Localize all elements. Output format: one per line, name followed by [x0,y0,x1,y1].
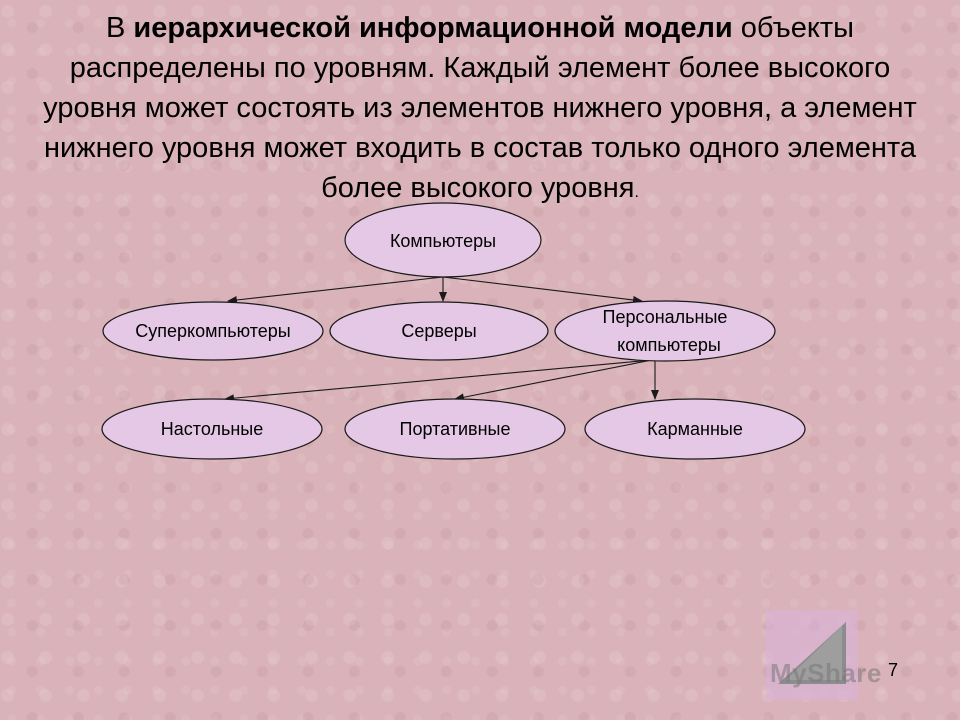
intro-text: В иерархической информационной модели об… [40,8,920,213]
node-supercomputers-label: Суперкомпьютеры [135,321,290,341]
node-servers-label: Серверы [401,321,476,341]
edge-pc-portable [454,359,653,402]
node-servers: Серверы [329,301,549,361]
node-supercomputers: Суперкомпьютеры [102,301,324,361]
node-pc-label-line2: компьютеры [617,335,721,355]
node-personal-computers: Персональные компьютеры [554,300,776,362]
edge-pc-desktop [224,359,653,403]
watermark-logo: MyShare [770,658,882,688]
node-portable-label: Портативные [400,419,511,439]
node-pocket-label: Карманные [647,419,743,439]
edge-root-supercomputers [227,276,444,304]
back-arrow-icon[interactable] [776,620,848,686]
edge-root-pc [442,276,643,304]
node-pc-label-line1: Персональные [603,307,728,327]
node-portable: Портативные [344,398,566,460]
intro-part2: объекты распределены по уровням. Каждый … [43,12,917,204]
intro-dot: . [634,184,639,201]
node-pocket: Карманные [584,398,806,460]
node-desktop: Настольные [101,398,323,460]
node-computers: Компьютеры [344,202,542,278]
node-computers-label: Компьютеры [390,231,496,251]
intro-bold-term: иерархической информационной модели [133,12,733,44]
intro-part1: В [106,12,134,44]
node-desktop-label: Настольные [161,419,263,439]
page-number: 7 [888,660,899,680]
